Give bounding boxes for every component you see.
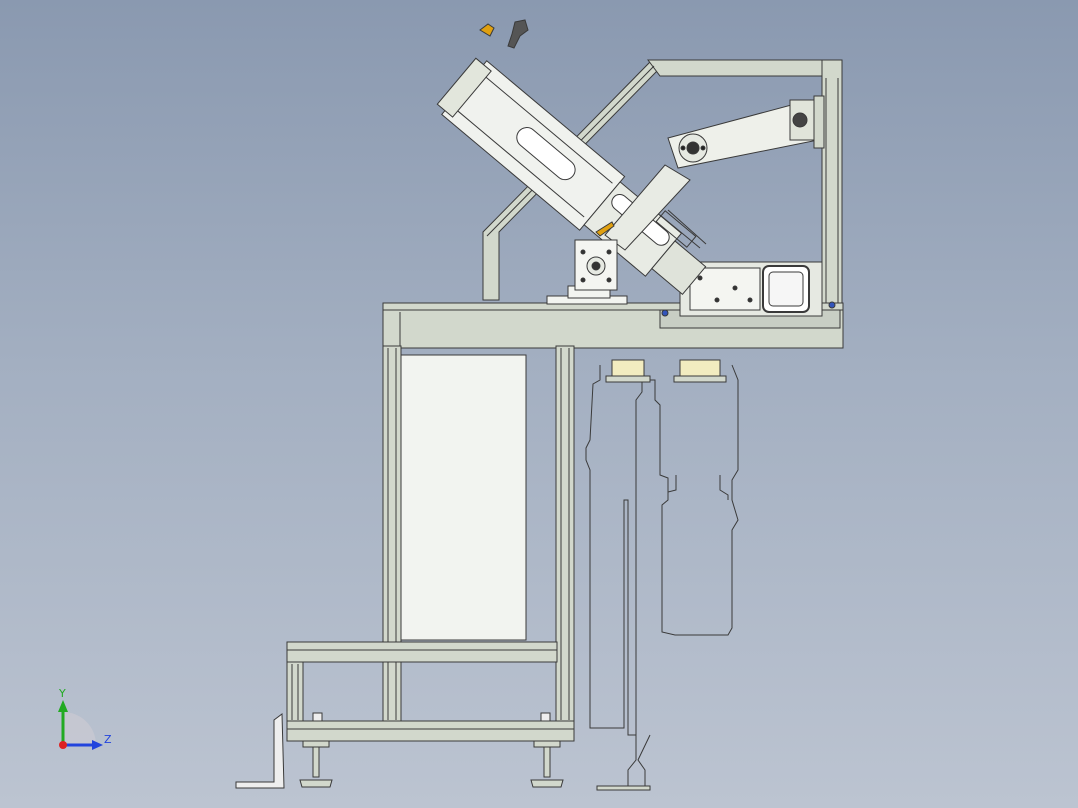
machine-assembly: [235, 19, 844, 791]
clamp-base: [659, 261, 841, 329]
clamp-handles: [479, 19, 529, 49]
motor-mount: [574, 239, 618, 291]
pivot-arm: [667, 95, 825, 169]
linkage: [595, 164, 707, 251]
support-frame: [286, 345, 575, 742]
side-panel: [400, 354, 527, 641]
floor-bracket: [235, 713, 285, 789]
guard-frame: [482, 59, 843, 311]
triad-z-label: Z: [104, 733, 112, 746]
fittings: [605, 359, 727, 383]
triad-y-label: Y: [59, 687, 66, 700]
leveling-feet: [235, 712, 564, 789]
vertical-actuator: [585, 364, 739, 791]
